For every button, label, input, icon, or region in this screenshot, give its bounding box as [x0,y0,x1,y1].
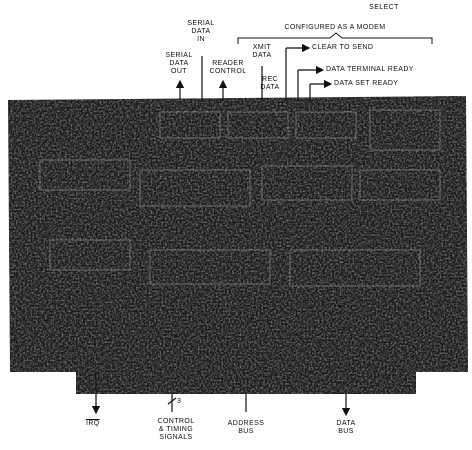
rec-data-label: REC DATA [260,76,280,91]
configured-as-modem-label: CONFIGURED AS A MODEM [284,24,386,31]
board-texture [8,96,468,394]
xmit-data-label: XMIT DATA [252,44,272,59]
reader-control-label: READER CONTROL [209,60,247,75]
top-signal-lines [175,43,333,100]
select-label: SELECT [369,4,399,11]
serial-data-out-label: SERIAL DATA OUT [165,52,193,75]
bottom-signal-lines [91,372,351,417]
data-set-ready-label: DATA SET READY [334,80,399,87]
serial-data-in-label: SERIAL DATA IN [187,20,215,43]
irq-label: IRQ [86,420,100,427]
bus-width-label: 3 [177,398,182,405]
clear-to-send-label: CLEAR TO SEND [312,44,374,51]
board-components [39,109,441,287]
data-terminal-ready-label: DATA TERMINAL READY [326,66,414,73]
control-timing-label: CONTROL & TIMING SIGNALS [157,418,195,441]
address-bus-label: ADDRESS BUS [227,420,265,435]
data-bus-label: DATA BUS [336,420,356,435]
modem-brace [237,32,433,44]
